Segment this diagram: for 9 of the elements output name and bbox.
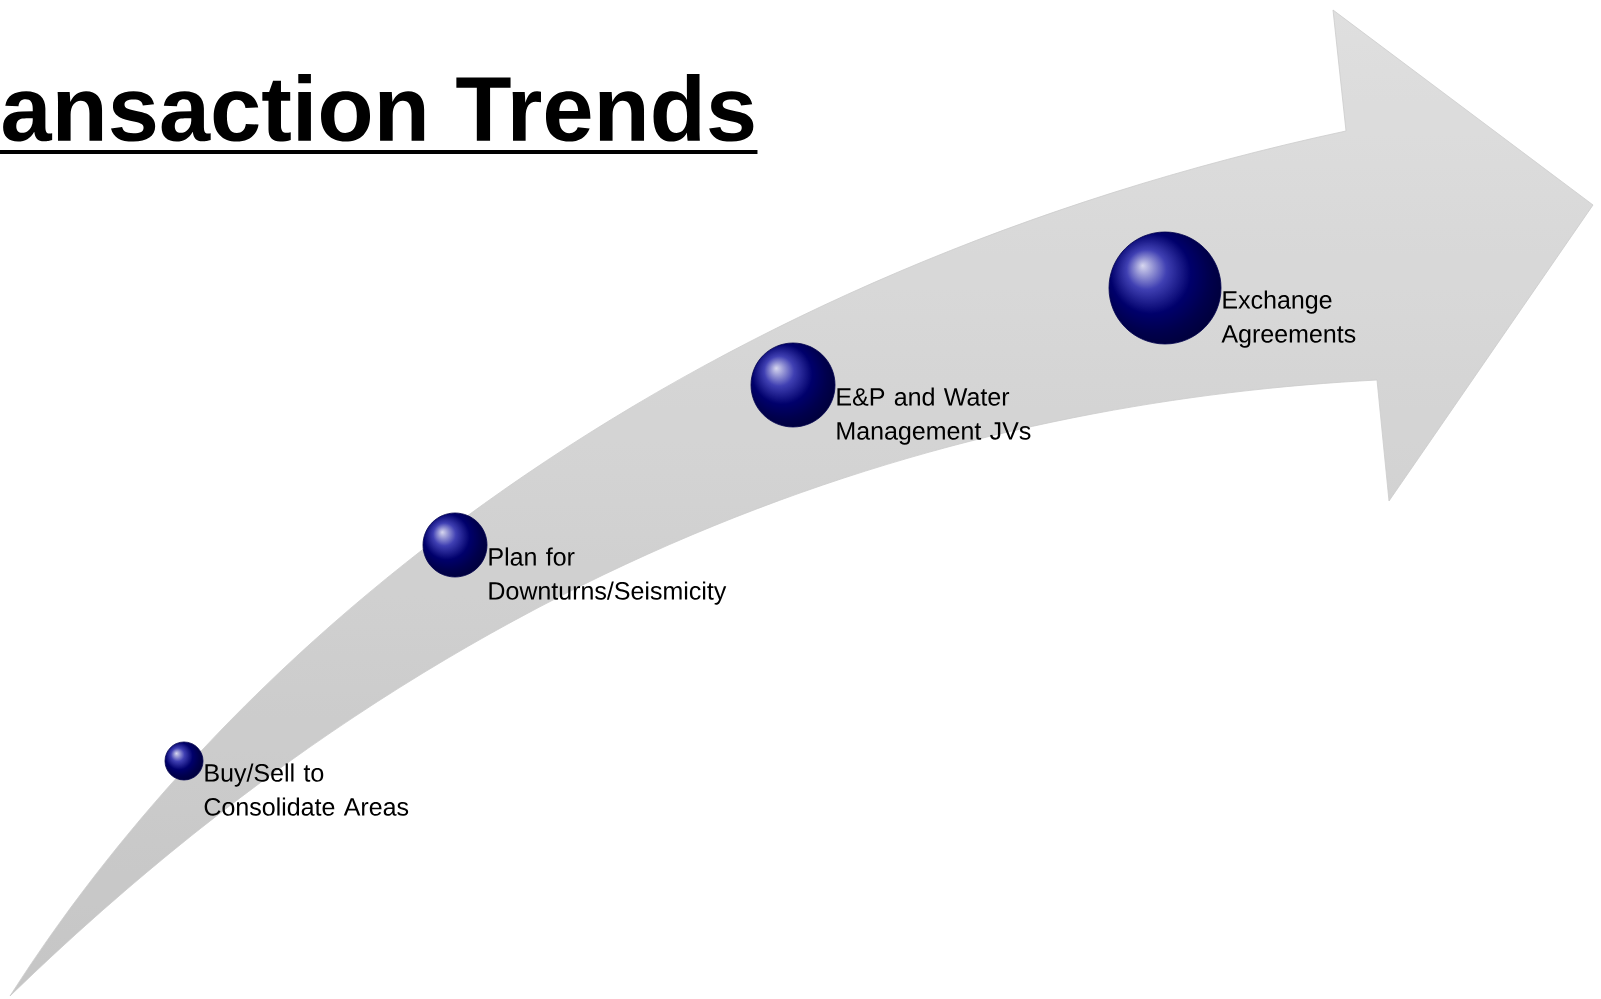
marker-circle xyxy=(1108,231,1222,345)
step-label: Exchange Agreements xyxy=(1221,290,1356,348)
title: ansaction Trends xyxy=(3,74,754,142)
marker-circle xyxy=(750,342,836,428)
step-label: Buy/Sell to Consolidate Areas xyxy=(204,763,409,816)
marker-circle xyxy=(164,741,204,781)
step-label: Plan for Downturns/Seismicity xyxy=(489,547,727,605)
step-label: E&P and Water Management JVs xyxy=(837,387,1031,445)
marker-circle xyxy=(422,512,488,578)
